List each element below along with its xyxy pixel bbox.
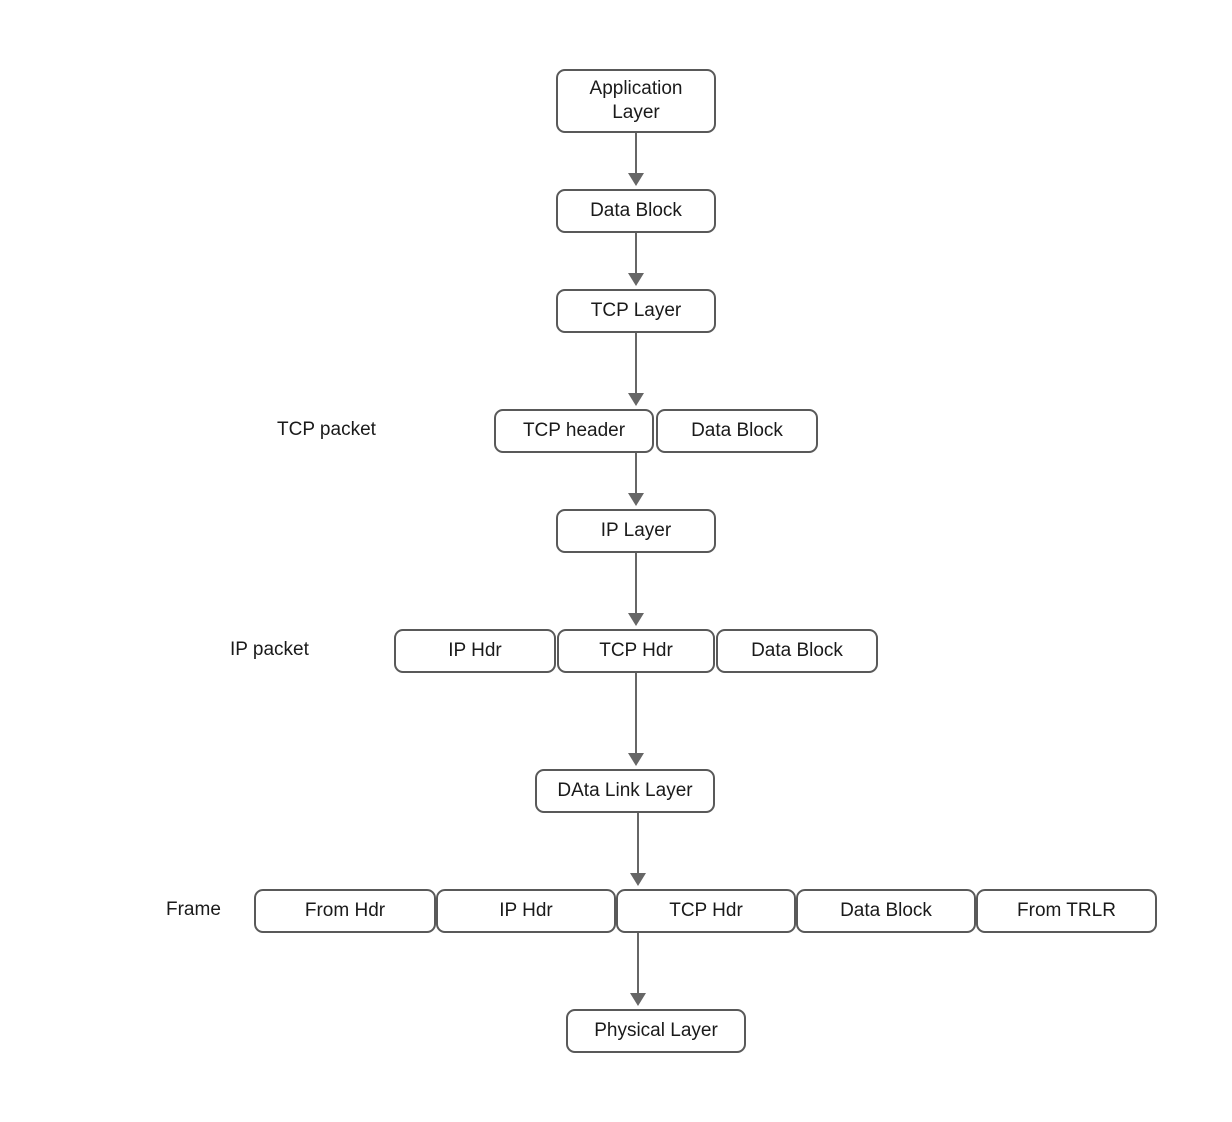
frame-segment-from-hdr[interactable]: From Hdr: [254, 889, 436, 933]
tcp-packet-segment-tcp-header[interactable]: TCP header: [494, 409, 654, 453]
node-tcp-layer-label: TCP Layer: [590, 300, 682, 322]
arrow-iplayer-to-ippacket-head: [628, 613, 644, 626]
node-data-link-layer-label: DAta Link Layer: [557, 780, 693, 802]
frame-segment-ip-hdr-label: IP Hdr: [499, 900, 553, 922]
arrow-tcppacket-to-iplayer-line: [635, 453, 637, 497]
arrow-datablock-to-tcplayer-line: [635, 233, 637, 277]
arrow-datalink-to-frame-line: [637, 813, 639, 877]
tcp-packet-segment-data-block[interactable]: Data Block: [656, 409, 818, 453]
node-tcp-layer[interactable]: TCP Layer: [556, 289, 716, 333]
node-data-block-label: Data Block: [590, 200, 682, 222]
tcp-packet-segment-tcp-header-label: TCP header: [522, 420, 626, 442]
node-data-link-layer[interactable]: DAta Link Layer: [535, 769, 715, 813]
arrow-tcplayer-to-tcppacket-head: [628, 393, 644, 406]
arrow-ippacket-to-datalink-head: [628, 753, 644, 766]
node-data-block[interactable]: Data Block: [556, 189, 716, 233]
label-frame: Frame: [166, 899, 221, 920]
tcp-packet-segment-data-block-label: Data Block: [691, 420, 783, 442]
ip-packet-segment-data-block-label: Data Block: [751, 640, 843, 662]
arrow-tcppacket-to-iplayer-head: [628, 493, 644, 506]
ip-packet-segment-ip-hdr[interactable]: IP Hdr: [394, 629, 556, 673]
ip-packet-segment-tcp-hdr-label: TCP Hdr: [599, 640, 673, 662]
node-physical-layer-label: Physical Layer: [594, 1020, 718, 1042]
arrow-datablock-to-tcplayer-head: [628, 273, 644, 286]
arrow-app-to-datablock-line: [635, 133, 637, 177]
node-physical-layer[interactable]: Physical Layer: [566, 1009, 746, 1053]
arrow-frame-to-physical-line: [637, 933, 639, 997]
frame-segment-data-block[interactable]: Data Block: [796, 889, 976, 933]
frame-segment-ip-hdr[interactable]: IP Hdr: [436, 889, 616, 933]
frame-segment-data-block-label: Data Block: [840, 900, 932, 922]
arrow-iplayer-to-ippacket-line: [635, 553, 637, 617]
frame-segment-tcp-hdr[interactable]: TCP Hdr: [616, 889, 796, 933]
label-tcp-packet: TCP packet: [277, 419, 376, 440]
node-ip-layer[interactable]: IP Layer: [556, 509, 716, 553]
arrow-tcplayer-to-tcppacket-line: [635, 333, 637, 397]
node-application-layer[interactable]: Application Layer: [556, 69, 716, 133]
ip-packet-segment-ip-hdr-label: IP Hdr: [448, 640, 502, 662]
arrow-datalink-to-frame-head: [630, 873, 646, 886]
arrow-ippacket-to-datalink-line: [635, 673, 637, 757]
frame-segment-from-hdr-label: From Hdr: [304, 900, 386, 922]
node-application-layer-label: Application Layer: [589, 78, 683, 123]
node-ip-layer-label: IP Layer: [600, 520, 672, 542]
frame-segment-tcp-hdr-label: TCP Hdr: [669, 900, 743, 922]
ip-packet-segment-data-block[interactable]: Data Block: [716, 629, 878, 673]
ip-packet-segment-tcp-hdr[interactable]: TCP Hdr: [557, 629, 715, 673]
frame-segment-from-trlr-label: From TRLR: [1017, 900, 1116, 922]
frame-segment-from-trlr[interactable]: From TRLR: [976, 889, 1157, 933]
label-ip-packet: IP packet: [230, 639, 309, 660]
arrow-frame-to-physical-head: [630, 993, 646, 1006]
arrow-app-to-datablock-head: [628, 173, 644, 186]
